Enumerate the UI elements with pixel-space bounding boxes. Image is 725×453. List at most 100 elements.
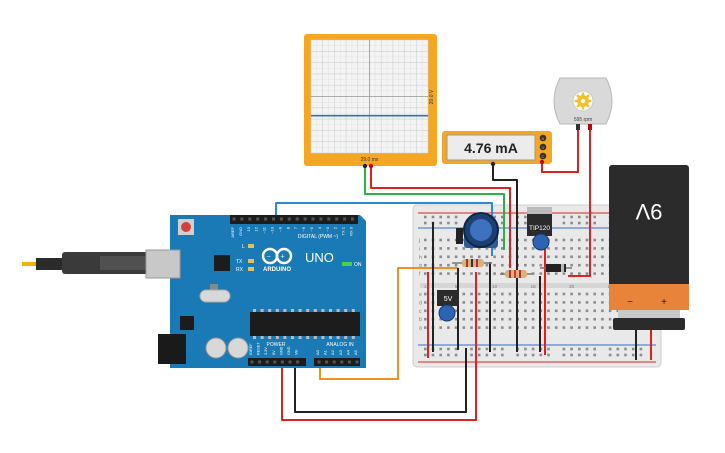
oscilloscope[interactable]: 29.0 ms 20.0 V <box>304 34 437 169</box>
usb-cable-tip <box>22 262 36 266</box>
tx-led <box>248 259 254 263</box>
power-header[interactable] <box>248 358 306 366</box>
battery-label: 9V <box>635 199 662 224</box>
motor-terminal-neg[interactable] <box>576 124 580 130</box>
breadboard-row-letter: g <box>419 263 422 269</box>
battery-neg-symbol: − <box>627 297 633 308</box>
multimeter-terminal-v[interactable] <box>539 143 547 151</box>
capacitor-small[interactable] <box>456 228 463 244</box>
l-led-label: L <box>242 244 245 250</box>
reset-button[interactable] <box>181 222 191 232</box>
wire-green[interactable] <box>364 165 505 250</box>
multimeter-terminal-a[interactable] <box>539 134 547 142</box>
digital-pin-label: 12 <box>254 226 259 231</box>
resistor-2[interactable] <box>500 270 532 278</box>
analog-pin-label: A2 <box>330 349 335 355</box>
trimmer-pot[interactable] <box>532 233 550 251</box>
breadboard-channel <box>420 283 654 288</box>
motor-speed: 595 rpm <box>574 117 592 123</box>
on-label: ON <box>354 262 362 268</box>
usb-cable-plug <box>36 258 62 270</box>
transistor-tip120[interactable]: TIP120 <box>527 207 552 236</box>
breadboard-row-letter: a <box>419 326 422 332</box>
digital-header[interactable] <box>230 215 358 224</box>
potentiometer[interactable] <box>463 212 499 248</box>
digital-pin-label: 4 <box>317 226 322 229</box>
wire-red-motor[interactable] <box>568 129 591 277</box>
multimeter[interactable]: 4.76 mA A V C <box>442 131 552 167</box>
digital-pin-label: 2 <box>333 226 338 229</box>
power-pin-label: GND <box>279 346 283 355</box>
oscilloscope-probe-neg[interactable] <box>362 163 368 169</box>
oscilloscope-probe-pos[interactable] <box>368 163 374 169</box>
tx-label: TX <box>236 259 243 265</box>
voltage-regulator[interactable]: 5V <box>437 290 459 322</box>
multimeter-probe-com[interactable] <box>490 161 496 167</box>
oscilloscope-x-scale: 29.0 ms <box>361 157 379 163</box>
multimeter-display <box>446 134 536 161</box>
power-pin-label: GND <box>287 346 291 355</box>
usb-port[interactable] <box>145 249 181 279</box>
wire-red-scope[interactable] <box>370 165 511 268</box>
resistor-1[interactable] <box>452 259 492 267</box>
rx-label: RX <box>236 267 244 273</box>
regulator-chip <box>180 316 194 330</box>
wire-orange[interactable] <box>319 267 458 380</box>
power-pin-label: 5V <box>272 350 276 355</box>
battery-cap <box>609 284 689 310</box>
gear-icon <box>574 92 592 110</box>
breadboard-row-letter: c <box>419 309 422 315</box>
breadboard-column-number: 20 <box>569 284 575 289</box>
transistor-body <box>527 214 552 236</box>
power-pin-label: 3.3V <box>264 347 268 355</box>
on-led <box>342 262 352 266</box>
power-label: POWER <box>267 342 286 348</box>
capacitor-1 <box>205 337 227 359</box>
digital-pin-label: 13 <box>246 226 251 231</box>
digital-pin-label: ~5 <box>309 226 314 231</box>
analog-header[interactable] <box>314 358 360 366</box>
analog-pin-label: A3 <box>338 349 343 355</box>
power-pin-label: IOREF <box>249 343 253 355</box>
digital-pin-label: TX 1 <box>341 226 346 235</box>
usb-chip <box>214 255 230 271</box>
motor-terminal-pos[interactable] <box>588 124 592 130</box>
potentiometer-knob[interactable] <box>470 219 492 241</box>
wire-red-meter[interactable] <box>541 129 579 173</box>
breadboard-column-number: 5 <box>455 284 458 289</box>
digital-pin-label: ~10 <box>270 226 275 234</box>
arduino-logo: − + <box>261 247 293 265</box>
wire-red-5v[interactable] <box>281 272 477 421</box>
power-jack[interactable] <box>158 334 186 364</box>
breadboard-row-letter: d <box>419 300 422 306</box>
regulator-label: 5V <box>444 296 453 303</box>
diode[interactable] <box>540 264 572 272</box>
battery-body <box>609 165 689 310</box>
multimeter-reading: 4.76 mA <box>464 140 518 156</box>
battery-connector[interactable] <box>613 318 685 330</box>
dc-motor[interactable]: 595 rpm <box>553 77 613 130</box>
battery-9v[interactable]: 9V − + <box>609 165 689 330</box>
analog-pin-label: A0 <box>315 349 320 355</box>
multimeter-terminal-c-label: C <box>542 154 545 159</box>
breadboard-row-letter: i <box>419 246 420 252</box>
breadboard-row-letter: e <box>419 292 422 298</box>
power-pin-label: Vin <box>295 350 299 355</box>
transistor-label: TIP120 <box>529 225 550 232</box>
digital-pin-label: ~9 <box>277 226 282 231</box>
regulator-body <box>437 290 459 306</box>
digital-pin-label: ~3 <box>325 226 330 231</box>
wire-black-meter[interactable] <box>492 164 518 352</box>
svg-text:+: + <box>281 254 285 261</box>
l-led <box>248 244 254 248</box>
wire-black-gnd[interactable] <box>294 348 467 413</box>
breadboard-column-number: 15 <box>531 284 537 289</box>
multimeter-terminal-c[interactable] <box>539 152 547 160</box>
multimeter-probe-pos[interactable] <box>539 159 545 165</box>
